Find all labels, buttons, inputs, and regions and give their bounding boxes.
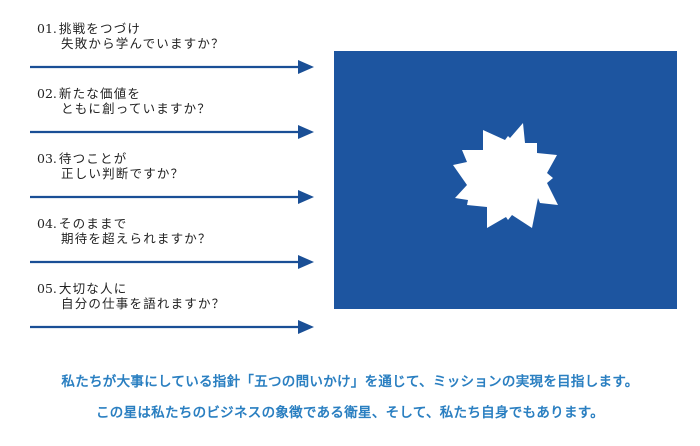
question-01: 01.挑戦をつづけ 失敗から学んでいますか？ [37, 21, 307, 51]
arrow-right-icon [30, 125, 314, 139]
question-line-2: ともに創っていますか？ [61, 101, 212, 116]
question-line-2: 自分の仕事を語れますか？ [61, 296, 226, 311]
footer-line-1: 私たちが大事にしている指針「五つの問いかけ」を通じて、ミッションの実現を目指しま… [61, 374, 639, 390]
question-number: 05. [37, 281, 57, 296]
question-05: 05.大切な人に 自分の仕事を語れますか？ [37, 281, 307, 311]
arrow-right-icon [30, 320, 314, 334]
question-number: 02. [37, 86, 57, 101]
arrow-right-icon [30, 190, 314, 204]
emblem-panel [334, 51, 677, 309]
arrow-right-icon [30, 255, 314, 269]
question-03: 03.待つことが 正しい判断ですか？ [37, 151, 307, 181]
question-line-2: 失敗から学んでいますか？ [61, 36, 225, 51]
question-02: 02.新たな価値を ともに創っていますか？ [37, 86, 307, 116]
question-line-2: 正しい判断ですか？ [61, 166, 185, 181]
question-line-1: 待つことが [58, 151, 128, 166]
question-line-2: 期待を超えられますか？ [61, 231, 212, 246]
question-line-1: 新たな価値を [58, 86, 142, 101]
question-number: 01. [37, 21, 57, 36]
footer-line-2: この星は私たちのビジネスの象徴である衛星、そして、私たち自身でもあります。 [95, 405, 605, 421]
question-line-1: そのままで [58, 216, 128, 231]
question-number: 03. [37, 151, 57, 166]
question-line-1: 挑戦をつづけ [58, 21, 142, 36]
question-04: 04.そのままで 期待を超えられますか？ [37, 216, 307, 246]
star-burst-icon [334, 51, 677, 309]
question-number: 04. [37, 216, 57, 231]
arrow-right-icon [30, 60, 314, 74]
question-line-1: 大切な人に [58, 281, 128, 296]
